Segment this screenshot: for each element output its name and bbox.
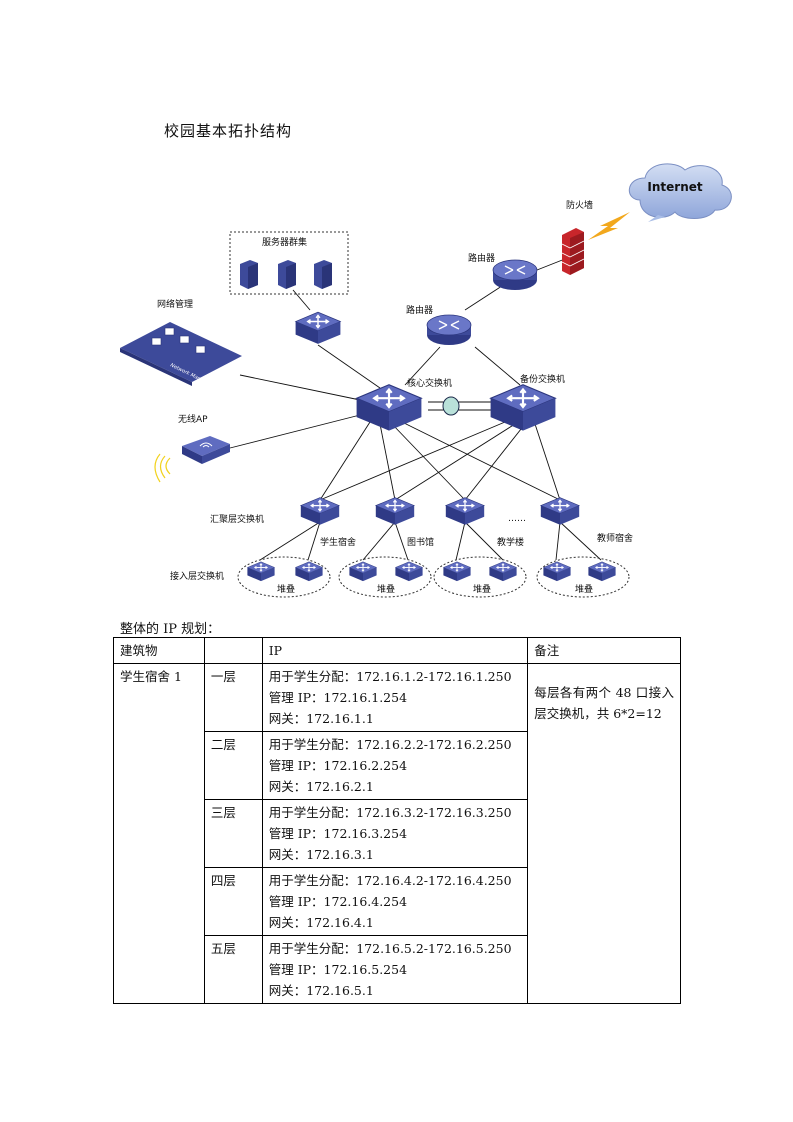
table-row: 三层 用于学生分配：172.16.3.2-172.16.3.250 管理 IP：… [114,799,681,868]
table-row: 学生宿舍 1 一层 用于学生分配：172.16.1.2-172.16.1.250… [113,663,681,1004]
firewall-icon [561,228,585,275]
aggregation-switch-icon [300,496,340,526]
access-stack-group: 堆叠 [338,556,432,598]
building-label-library: 图书馆 [407,536,434,548]
aggregation-switch-icon [375,496,415,526]
access-stack-group: 堆叠 [433,556,527,598]
building-label-dorm: 学生宿舍 [320,536,356,548]
gateway: 网关：172.16.3.1 [268,847,374,862]
network-management-label: 网络管理 [157,298,193,310]
access-switch-icon [488,561,518,582]
building-cell: 学生宿舍 1 [113,663,205,1004]
server-icon [240,260,258,289]
gateway: 网关：172.16.1.1 [268,711,374,726]
network-management-icon: Network Management [120,322,242,393]
core-switch-icon [355,383,423,432]
gateway: 网关：172.16.2.1 [268,779,374,794]
network-links [229,254,602,561]
internet-label: Internet [647,180,702,194]
building-label-faculty: 教师宿舍 [597,532,633,544]
floor-cell: 五层 [203,935,263,1004]
wireless-ap-icon [154,436,230,483]
table-header-row: 建筑物 IP 备注 [113,637,681,664]
building-label-teaching: 教学楼 [497,536,524,548]
lightning-bolt-icon [588,212,630,240]
mgmt-ip: 管理 IP：172.16.3.254 [268,826,408,841]
router-mid-label: 路由器 [406,304,433,316]
mgmt-ip: 管理 IP：172.16.1.254 [268,690,408,705]
stack-label: 堆叠 [575,584,593,595]
access-switch-icon [294,561,324,582]
access-layer-label: 接入层交换机 [170,570,224,582]
gateway: 网关：172.16.4.1 [268,915,374,930]
header-note: 备注 [527,637,681,664]
alloc-range: 用于学生分配：172.16.2.2-172.16.2.250 [268,737,512,752]
floor-cell: 四层 [203,867,263,936]
ip-cell: 用于学生分配：172.16.5.2-172.16.5.250 管理 IP：172… [261,935,529,1004]
server-cluster-box [229,231,349,295]
ip-cell: 用于学生分配：172.16.4.2-172.16.4.250 管理 IP：172… [261,867,529,936]
header-ip: IP [261,637,529,664]
ip-plan-heading: 整体的 IP 规划： [120,622,221,637]
server-icon [278,260,296,289]
floor-cell: 三层 [203,799,263,868]
link-aggregation-icon [442,396,460,416]
server-icon [314,260,332,289]
ip-cell: 用于学生分配：172.16.3.2-172.16.3.250 管理 IP：172… [261,799,529,868]
router-top-label: 路由器 [468,252,495,264]
floor-cell: 二层 [203,731,263,800]
alloc-range: 用于学生分配：172.16.4.2-172.16.4.250 [268,873,512,888]
aggregation-layer-label: 汇聚层交换机 [210,513,264,525]
page-title: 校园基本拓扑结构 [164,122,293,140]
aggregation-switch-icon [540,496,580,526]
note-cell: 每层各有两个 48 口接入层交换机，共 6*2=12 [527,663,681,1004]
access-stack-group: 堆叠 [536,556,630,598]
router-top-icon [492,259,538,291]
ip-cell: 用于学生分配：172.16.2.2-172.16.2.250 管理 IP：172… [261,731,529,800]
ip-cell: 用于学生分配：172.16.1.2-172.16.1.250 管理 IP：172… [261,663,529,732]
backup-switch-label: 备份交换机 [520,373,565,385]
alloc-range: 用于学生分配：172.16.3.2-172.16.3.250 [268,805,512,820]
header-floor [203,637,263,664]
alloc-range: 用于学生分配：172.16.1.2-172.16.1.250 [268,669,512,684]
mgmt-ip: 管理 IP：172.16.4.254 [268,894,408,909]
stack-label: 堆叠 [377,584,395,595]
access-switch-icon [394,561,424,582]
mgmt-ip: 管理 IP：172.16.5.254 [268,962,408,977]
internet-cloud-icon: Internet [628,163,732,222]
gateway: 网关：172.16.5.1 [268,983,374,998]
ip-plan-table: 建筑物 IP 备注 学生宿舍 1 一层 用于学生分配：172.16.1.2-17… [113,637,681,1004]
alloc-range: 用于学生分配：172.16.5.2-172.16.5.250 [268,941,512,956]
access-switch-icon [587,561,617,582]
table-row: 四层 用于学生分配：172.16.4.2-172.16.4.250 管理 IP：… [114,867,681,936]
table-row: 二层 用于学生分配：172.16.2.2-172.16.2.250 管理 IP：… [114,731,681,800]
aggregation-switch-icon [445,496,485,526]
ellipsis-label: …… [508,514,526,524]
server-switch-icon [294,311,342,345]
floor-cell: 一层 [203,663,263,732]
access-switch-icon [246,561,276,582]
server-cluster-label: 服务器群集 [262,236,307,248]
stack-label: 堆叠 [473,584,491,595]
core-switch-label: 核心交换机 [407,377,452,389]
stack-label: 堆叠 [277,584,295,595]
access-switch-icon [348,561,378,582]
access-switch-icon [442,561,472,582]
table-row: 五层 用于学生分配：172.16.5.2-172.16.5.250 管理 IP：… [114,935,681,1004]
firewall-label: 防火墙 [566,199,593,211]
header-building: 建筑物 [113,637,205,664]
access-stack-group: 堆叠 [237,556,331,598]
network-topology-diagram: Internet 防火墙 路由器 路由器 服务器群集 [120,163,732,598]
mgmt-ip: 管理 IP：172.16.2.254 [268,758,408,773]
wireless-ap-label: 无线AP [178,413,208,425]
router-mid-icon [426,314,472,346]
